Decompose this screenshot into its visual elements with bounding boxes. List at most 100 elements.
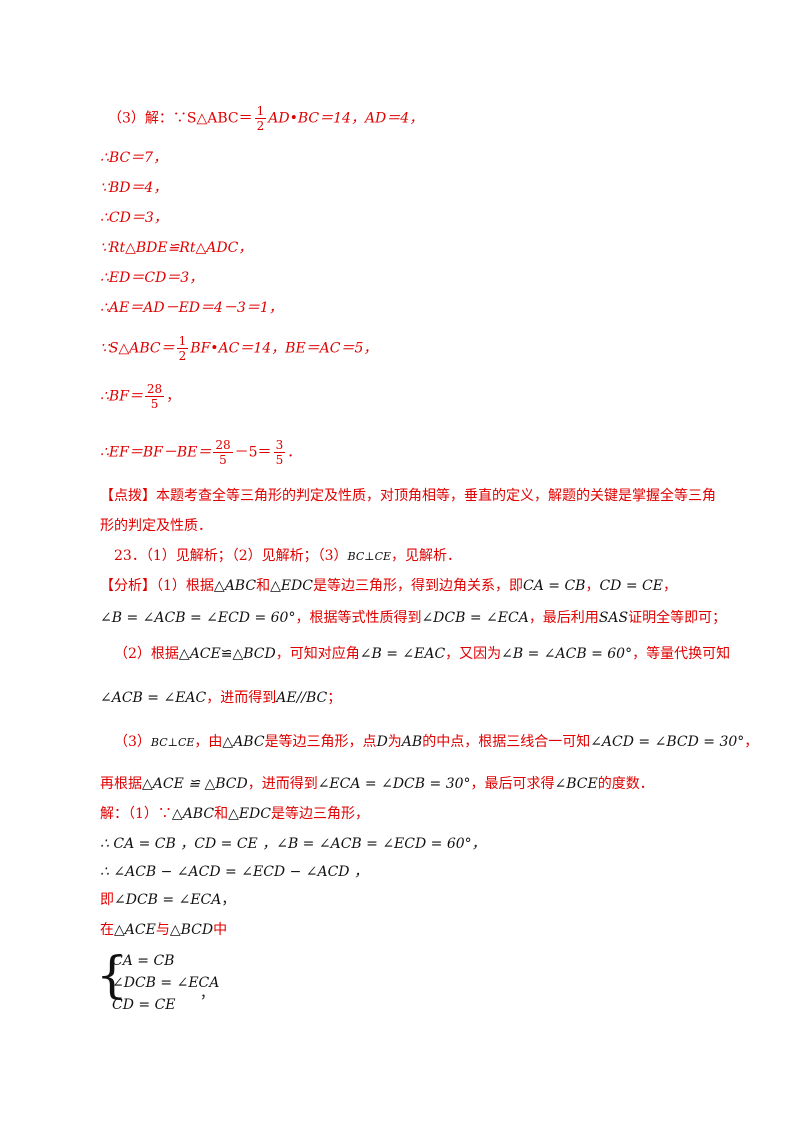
math: △EDC [270, 578, 313, 594]
math: ∠BCE [554, 776, 598, 792]
text: －5＝ [234, 444, 272, 461]
text: 在 [100, 922, 114, 938]
solution-line-6: ∴ED＝CD＝3， [100, 270, 204, 286]
text: ， [744, 734, 759, 750]
text: ，根据等式性质得到 [295, 610, 422, 626]
text: 是等边三角形，点 [264, 734, 377, 750]
system-end-comma: ， [200, 986, 214, 1002]
math: △ABC [213, 578, 257, 594]
text: ， [585, 578, 600, 594]
analysis-line-2: ∠B = ∠ACB = ∠ECD = 60°，根据等式性质得到∠DCB = ∠E… [100, 608, 726, 628]
text: 是等边三角形， [271, 806, 369, 822]
math: ∠ACB = ∠EAC [100, 690, 207, 706]
math: ∠B = ∠ACB = ∠ECD = 60° [100, 610, 296, 626]
math: △ABC [222, 734, 265, 750]
proof-line-5: 在△ACE与△BCD中 [100, 920, 227, 940]
text: 解：（1）∵ [100, 806, 172, 822]
text: ，见解析． [391, 548, 462, 564]
text: ，最后可求得 [470, 776, 555, 792]
math: ∠ECA = ∠DCB = 30° [317, 776, 471, 792]
numerator: 28 [144, 382, 165, 397]
text: 的度数． [597, 776, 654, 792]
text: ，进而得到 [247, 776, 318, 792]
text: ，可知对应角 [275, 646, 360, 662]
text: 的中点，根据三线合一可知 [422, 734, 591, 750]
proof-line-1: 解：（1）∵△ABC和△EDC是等边三角形， [100, 804, 369, 824]
proof-line-2: ∴ CA = CB ，CD = CE ，∠B = ∠ACB = ∠ECD = 6… [100, 836, 486, 852]
left-brace-icon: { [96, 946, 128, 1004]
text: ，等量代换可知 [632, 646, 731, 662]
math: △BCD [169, 922, 214, 938]
analysis-line-1: 【分析】（1）根据△ABC和△EDC是等边三角形，得到边角关系，即CA = CB… [100, 576, 677, 596]
comment-line-2: 形的判定及性质． [100, 518, 212, 534]
text: 证明全等即可； [628, 610, 727, 626]
math: CA = CB [523, 578, 586, 594]
text: 是等边三角形，得到边角关系，即 [313, 578, 523, 594]
math: △ACE [114, 922, 156, 938]
denominator: 2 [178, 349, 187, 363]
math: △EDC [228, 806, 271, 822]
solution-line-4: ∴CD＝3， [100, 210, 168, 226]
analysis-line-6: 再根据△ACE ≌ △BCD，进而得到∠ECA = ∠DCB = 30°，最后可… [100, 774, 654, 794]
math: △BCD [232, 646, 276, 662]
solution-line-5: ∵Rt△BDE≌Rt△ADC， [100, 240, 253, 256]
text: ，最后利用 [528, 610, 599, 626]
text: ． [287, 444, 302, 461]
denominator: 5 [219, 453, 227, 467]
solution-line-7: ∴AE＝AD－ED＝4－3＝1， [100, 300, 283, 316]
text: ，由 [194, 734, 223, 750]
text: ∴BF＝ [100, 388, 143, 405]
text: （2）根据 [114, 646, 179, 662]
text: 【分析】（1）根据 [100, 578, 214, 594]
math: ∠B = ∠ACB = 60° [501, 646, 633, 662]
text: 与 [155, 922, 170, 938]
math: AE//BC [276, 690, 328, 706]
text: 为 [387, 734, 402, 750]
text: 即 [100, 892, 114, 908]
question-23-answer: 23．（1）见解析；（2）见解析；（3）BC⊥CE，见解析． [114, 546, 461, 567]
math: △ABC [171, 806, 215, 822]
numerator: 1 [176, 334, 189, 349]
text: 和 [214, 806, 229, 822]
text: ， [166, 388, 181, 405]
text: 和 [256, 578, 271, 594]
math: SAS [598, 610, 629, 626]
proof-line-3: ∴ ∠ACB − ∠ACD = ∠ECD − ∠ACD ， [100, 864, 368, 880]
math: ≌ [220, 646, 233, 662]
numerator: 3 [273, 438, 286, 453]
text: （3） [114, 734, 151, 750]
solution-line-2: ∴BC＝7， [100, 150, 168, 166]
text: ， [662, 578, 677, 594]
math: D [376, 734, 388, 750]
text: 23．（1）见解析；（2）见解析；（3） [114, 548, 348, 564]
math: BC⊥CE [347, 550, 392, 563]
math: ∠DCB = ∠ECA [114, 892, 222, 908]
math: ∠ACD = ∠BCD = 30° [590, 734, 745, 750]
solution-line-3: ∵BD＝4， [100, 180, 168, 196]
equation-system: CA = CB ∠DCB = ∠ECA CD = CE [112, 950, 219, 1016]
text: BF•AC＝14，BE＝AC＝5， [190, 340, 378, 357]
math: ∠B = ∠EAC [359, 646, 446, 662]
equation-1: CA = CB [112, 953, 175, 969]
text: AD•BC＝14，AD＝4， [268, 110, 424, 127]
text: ∵S△ABC＝ [100, 340, 175, 357]
math: AB [401, 734, 423, 750]
numerator: 28 [213, 438, 233, 453]
analysis-line-5: （3）BC⊥CE，由△ABC是等边三角形，点D为AB的中点，根据三线合一可知∠A… [114, 732, 758, 753]
math: △ACE ≌ △BCD [142, 776, 248, 792]
denominator: 5 [150, 397, 159, 411]
text: ， [221, 892, 236, 908]
math: CD = CE [599, 578, 663, 594]
text: 中 [213, 922, 228, 938]
equation-3: CD = CE [112, 997, 176, 1013]
math: △ACE [178, 646, 221, 662]
